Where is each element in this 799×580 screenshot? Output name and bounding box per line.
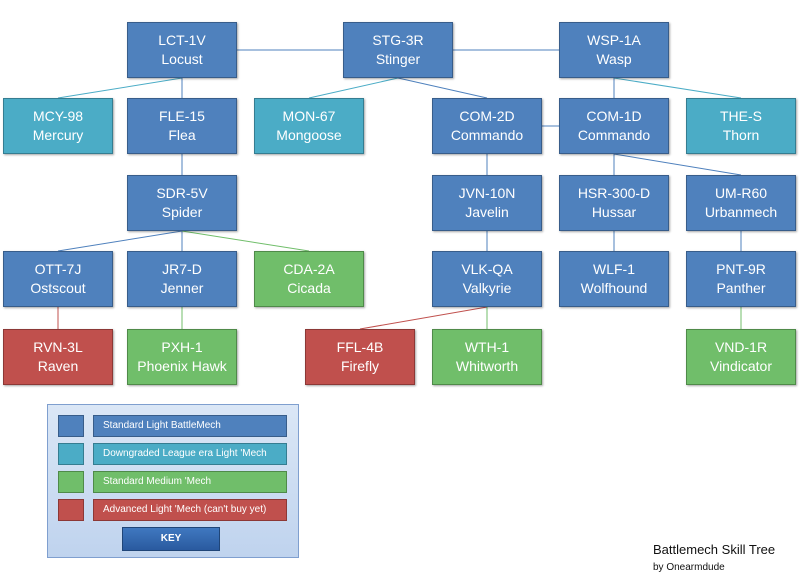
- node-vnd-1r-vindicator: VND-1R Vindicator: [686, 329, 796, 385]
- node-ffl-4b-firefly: FFL-4B Firefly: [305, 329, 415, 385]
- node-name: Locust: [161, 51, 203, 67]
- legend-swatch: [58, 443, 84, 465]
- node-name: Flea: [168, 127, 196, 143]
- node-name: Commando: [577, 127, 651, 143]
- node-code: COM-2D: [459, 108, 515, 124]
- legend-swatch: [58, 499, 84, 521]
- node-name: Thorn: [722, 127, 760, 143]
- node-name: Hussar: [591, 204, 637, 220]
- node-com-2d-commando: COM-2D Commando: [432, 98, 542, 154]
- edge-lct-mcy: [57, 77, 183, 99]
- legend-label: Standard Medium 'Mech: [93, 471, 287, 493]
- node-name: Commando: [450, 127, 524, 143]
- legend-panel: Standard Light BattleMech Downgraded Lea…: [47, 404, 299, 558]
- node-code: THE-S: [720, 108, 762, 124]
- node-code: UM-R60: [714, 185, 768, 201]
- node-jr7-d-jenner: JR7-D Jenner: [127, 251, 237, 307]
- node-the-s-thorn: THE-S Thorn: [686, 98, 796, 154]
- node-code: COM-1D: [586, 108, 642, 124]
- node-code: RVN-3L: [33, 339, 83, 355]
- node-name: Cicada: [287, 280, 331, 296]
- node-wsp-1a-wasp: WSP-1A Wasp: [559, 22, 669, 78]
- node-name: Valkyrie: [462, 280, 512, 296]
- key-button[interactable]: KEY: [122, 527, 220, 551]
- node-code: WTH-1: [464, 339, 510, 355]
- node-code: FFL-4B: [336, 339, 384, 355]
- node-code: HSR-300-D: [577, 185, 651, 201]
- node-code: PNT-9R: [716, 261, 766, 277]
- edge-stg-mon: [308, 77, 399, 99]
- legend-label: Advanced Light 'Mech (can't buy yet): [93, 499, 287, 521]
- node-code: OTT-7J: [34, 261, 82, 277]
- node-ott-7j-ostscout: OTT-7J Ostscout: [3, 251, 113, 307]
- node-pnt-9r-panther: PNT-9R Panther: [686, 251, 796, 307]
- node-code: STG-3R: [372, 32, 424, 48]
- legend-label: Downgraded League era Light 'Mech: [93, 443, 287, 465]
- node-code: FLE-15: [159, 108, 205, 124]
- node-rvn-3l-raven: RVN-3L Raven: [3, 329, 113, 385]
- legend-item-downgraded-light: Downgraded League era Light 'Mech: [48, 443, 298, 465]
- node-code: MON-67: [282, 108, 336, 124]
- node-code: LCT-1V: [158, 32, 206, 48]
- node-code: VLK-QA: [461, 261, 513, 277]
- node-com-1d-commando: COM-1D Commando: [559, 98, 669, 154]
- node-code: WSP-1A: [587, 32, 641, 48]
- node-name: Javelin: [465, 204, 509, 220]
- legend-item-standard-light: Standard Light BattleMech: [48, 415, 298, 437]
- node-vlk-qa-valkyrie: VLK-QA Valkyrie: [432, 251, 542, 307]
- node-code: JVN-10N: [458, 185, 516, 201]
- node-code: MCY-98: [32, 108, 84, 124]
- node-code: VND-1R: [714, 339, 768, 355]
- legend-item-advanced-light: Advanced Light 'Mech (can't buy yet): [48, 499, 298, 521]
- edge-wsp-thes: [613, 77, 742, 99]
- edge-stg-com2d: [397, 77, 488, 99]
- node-sdr-5v-spider: SDR-5V Spider: [127, 175, 237, 231]
- node-jvn-10n-javelin: JVN-10N Javelin: [432, 175, 542, 231]
- node-hsr-300-d-hussar: HSR-300-D Hussar: [559, 175, 669, 231]
- edge-sdr-ott: [57, 230, 183, 252]
- edge-sdr-cda: [181, 230, 310, 252]
- edge-com1d-um: [613, 153, 742, 176]
- node-name: Mongoose: [276, 127, 342, 143]
- node-name: Urbanmech: [704, 204, 778, 220]
- node-name: Ostscout: [30, 280, 86, 296]
- node-name: Firefly: [340, 358, 380, 374]
- node-code: PXH-1: [161, 339, 203, 355]
- tree-byline: by Onearmdude: [653, 562, 725, 573]
- node-name: Wolfhound: [580, 280, 648, 296]
- node-cda-2a-cicada: CDA-2A Cicada: [254, 251, 364, 307]
- node-code: WLF-1: [593, 261, 635, 277]
- tree-title: Battlemech Skill Tree: [653, 542, 776, 557]
- node-name: Mercury: [32, 127, 84, 143]
- node-name: Jenner: [160, 280, 204, 296]
- node-name: Raven: [37, 358, 79, 374]
- node-stg-3r-stinger: STG-3R Stinger: [343, 22, 453, 78]
- node-name: Spider: [161, 204, 203, 220]
- node-name: Panther: [716, 280, 766, 296]
- legend-swatch: [58, 415, 84, 437]
- legend-label: Standard Light BattleMech: [93, 415, 287, 437]
- legend-item-standard-medium: Standard Medium 'Mech: [48, 471, 298, 493]
- edge-vlk-ffl: [359, 306, 488, 330]
- legend-swatch: [58, 471, 84, 493]
- node-code: JR7-D: [162, 261, 202, 277]
- node-name: Phoenix Hawk: [137, 358, 227, 374]
- node-name: Whitworth: [455, 358, 519, 374]
- node-name: Wasp: [596, 51, 632, 67]
- node-code: SDR-5V: [156, 185, 208, 201]
- node-lct-1v-locust: LCT-1V Locust: [127, 22, 237, 78]
- node-name: Vindicator: [709, 358, 772, 374]
- node-name: Stinger: [375, 51, 421, 67]
- node-code: CDA-2A: [283, 261, 335, 277]
